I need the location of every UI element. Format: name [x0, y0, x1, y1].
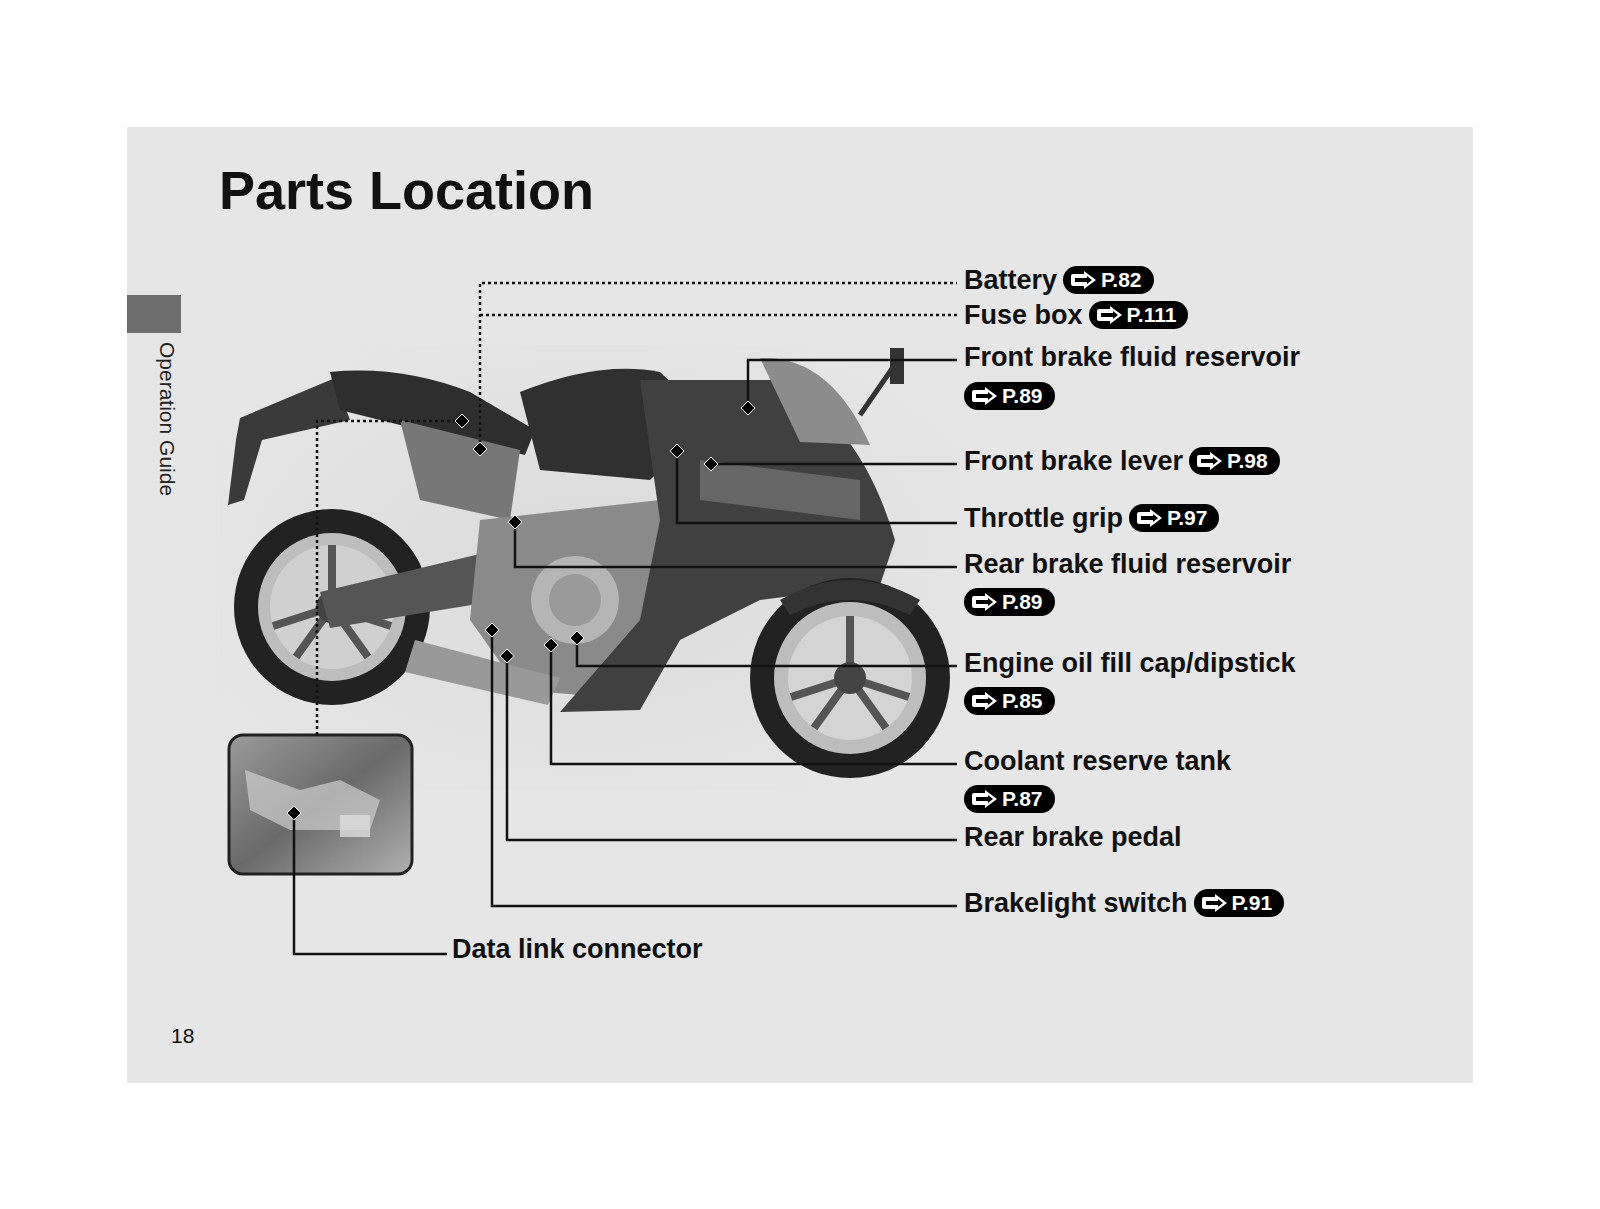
page-number-ref: P.85	[1002, 689, 1043, 713]
arrow-icon	[969, 592, 999, 612]
part-name: Rear brake fluid reservoir	[964, 547, 1291, 581]
part-name: Engine oil fill cap/dipstick	[964, 646, 1296, 680]
page-reference: P.87	[964, 785, 1055, 813]
part-name: Rear brake pedal	[964, 820, 1182, 854]
page-title: Parts Location	[219, 158, 594, 222]
part-name: Front brake lever	[964, 444, 1183, 478]
page-number-ref: P.87	[1002, 787, 1043, 811]
arrow-icon	[1068, 270, 1098, 290]
page-number: 18	[171, 1023, 194, 1049]
callout-dot	[287, 401, 755, 820]
part-name: Brakelight switch	[964, 886, 1188, 920]
page-reference: P.82	[1063, 266, 1154, 294]
page-reference: P.97	[1129, 504, 1220, 532]
page-reference: P.98	[1189, 447, 1280, 475]
page-number-ref: P.98	[1227, 449, 1268, 473]
page-reference: P.91	[1194, 889, 1285, 917]
arrow-icon	[1194, 451, 1224, 471]
part-name: Data link connector	[452, 932, 703, 966]
arrow-icon	[969, 691, 999, 711]
part-name: Battery	[964, 263, 1057, 297]
side-tab	[127, 295, 181, 333]
leader-line	[317, 283, 957, 735]
inset-photo	[229, 735, 412, 874]
section-tab-label: Operation Guide	[154, 342, 180, 496]
page-number-ref: P.89	[1002, 384, 1043, 408]
arrow-icon	[969, 386, 999, 406]
arrow-icon	[1094, 305, 1124, 325]
part-name: Fuse box	[964, 298, 1083, 332]
leader-line	[294, 360, 957, 954]
page-reference: P.89	[964, 588, 1055, 616]
part-name: Coolant reserve tank	[964, 744, 1231, 778]
part-name: Throttle grip	[964, 501, 1123, 535]
page-reference: P.85	[964, 687, 1055, 715]
page-number-ref: P.82	[1101, 268, 1142, 292]
page-reference: P.111	[1089, 301, 1189, 329]
page-number-ref: P.97	[1167, 506, 1208, 530]
arrow-icon	[969, 789, 999, 809]
page-reference: P.89	[964, 382, 1055, 410]
part-name: Front brake fluid reservoir	[964, 340, 1300, 374]
page-number-ref: P.111	[1127, 303, 1177, 327]
page-number-ref: P.91	[1232, 891, 1273, 915]
page-number-ref: P.89	[1002, 590, 1043, 614]
arrow-icon	[1134, 508, 1164, 528]
arrow-icon	[1199, 893, 1229, 913]
